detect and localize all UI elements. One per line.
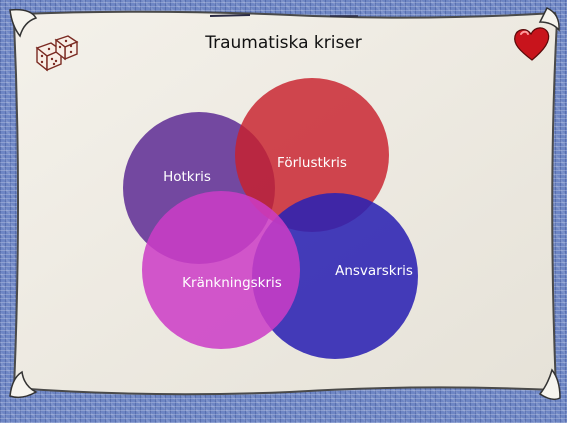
dice-icon xyxy=(35,35,79,72)
venn-circle-krankningskris xyxy=(142,191,300,349)
venn-circle-ansvarskris xyxy=(252,193,418,359)
slide-title: Traumatiska kriser xyxy=(205,33,362,53)
curl-bottom-left xyxy=(9,370,38,399)
curl-bottom-right xyxy=(538,368,561,401)
venn-label-ansvarskris: Ansvarskris xyxy=(335,263,413,279)
curl-top-right xyxy=(538,7,560,32)
venn-circle-forlustkris xyxy=(235,78,389,232)
venn-label-hotkris: Hotkris xyxy=(163,169,211,185)
venn-label-forlustkris: Förlustkris xyxy=(277,155,347,171)
venn-label-krankningskris: Kränkningskris xyxy=(182,275,282,291)
curl-top-left xyxy=(9,8,38,38)
edge-streak xyxy=(209,14,251,17)
heart-icon xyxy=(514,27,550,61)
